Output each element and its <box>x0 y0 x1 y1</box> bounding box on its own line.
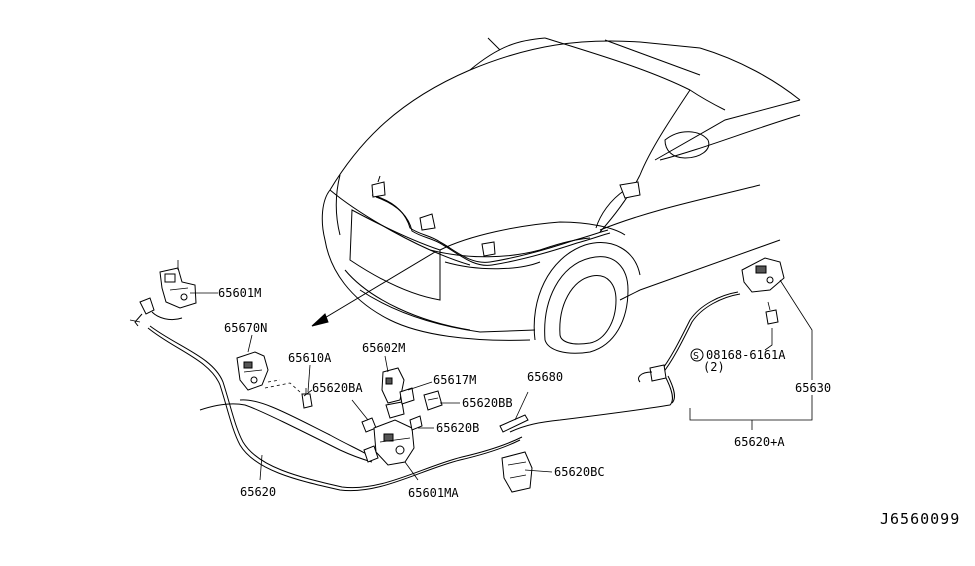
label-65610A: 65610A <box>288 351 332 365</box>
part-65620BB-clip <box>423 390 443 411</box>
part-08168-6161A-bolt <box>765 301 779 325</box>
hood-release-cable-routing <box>371 175 641 266</box>
diagram-code: J6560099 <box>880 510 960 528</box>
part-65620-hood-release-cable <box>147 325 523 492</box>
cable-connector-left <box>129 297 183 327</box>
label-65630: 65630 <box>795 381 831 395</box>
part-65680-protector <box>499 414 529 433</box>
part-65601M-hood-lock <box>159 260 197 309</box>
part-65620BC-bracket <box>501 451 533 493</box>
dashed-guides <box>264 379 301 393</box>
label-65602M: 65602M <box>362 341 405 355</box>
label-65601MA: 65601MA <box>408 486 459 500</box>
label-65680: 65680 <box>527 370 563 384</box>
standard-part-symbol-letter: S <box>693 351 699 362</box>
label-65617M: 65617M <box>433 373 476 387</box>
part-65601MA-hood-lock-assembly <box>373 401 415 466</box>
detail-arrow <box>311 251 436 327</box>
part-65630-hood-lock-right <box>741 257 785 293</box>
part-65620B-clip <box>409 415 423 431</box>
label-65620BA: 65620BA <box>312 381 363 395</box>
part-65670N-secondary-lock <box>236 351 269 391</box>
label-65620BB: 65620BB <box>462 396 513 410</box>
label-65620B: 65620B <box>436 421 479 435</box>
car-body-outline <box>321 37 801 354</box>
part-65620A-cable-right <box>509 291 741 433</box>
part-65602M-hood-lock-support <box>381 367 405 404</box>
leader-lines <box>190 279 813 481</box>
part-65617M-handle <box>399 387 415 405</box>
label-bolt-quantity: (2) <box>703 360 725 374</box>
label-08168-6161A: 08168-6161A <box>706 348 786 362</box>
label-65620A: 65620+A <box>734 435 785 449</box>
part-65620BA-clip <box>351 399 377 433</box>
part-65610A-bolt <box>301 388 313 409</box>
standard-part-symbol: S <box>690 348 704 362</box>
label-65620BC: 65620BC <box>554 465 605 479</box>
label-65620: 65620 <box>240 485 276 499</box>
label-65670N: 65670N <box>224 321 267 335</box>
label-65601M: 65601M <box>218 286 261 300</box>
